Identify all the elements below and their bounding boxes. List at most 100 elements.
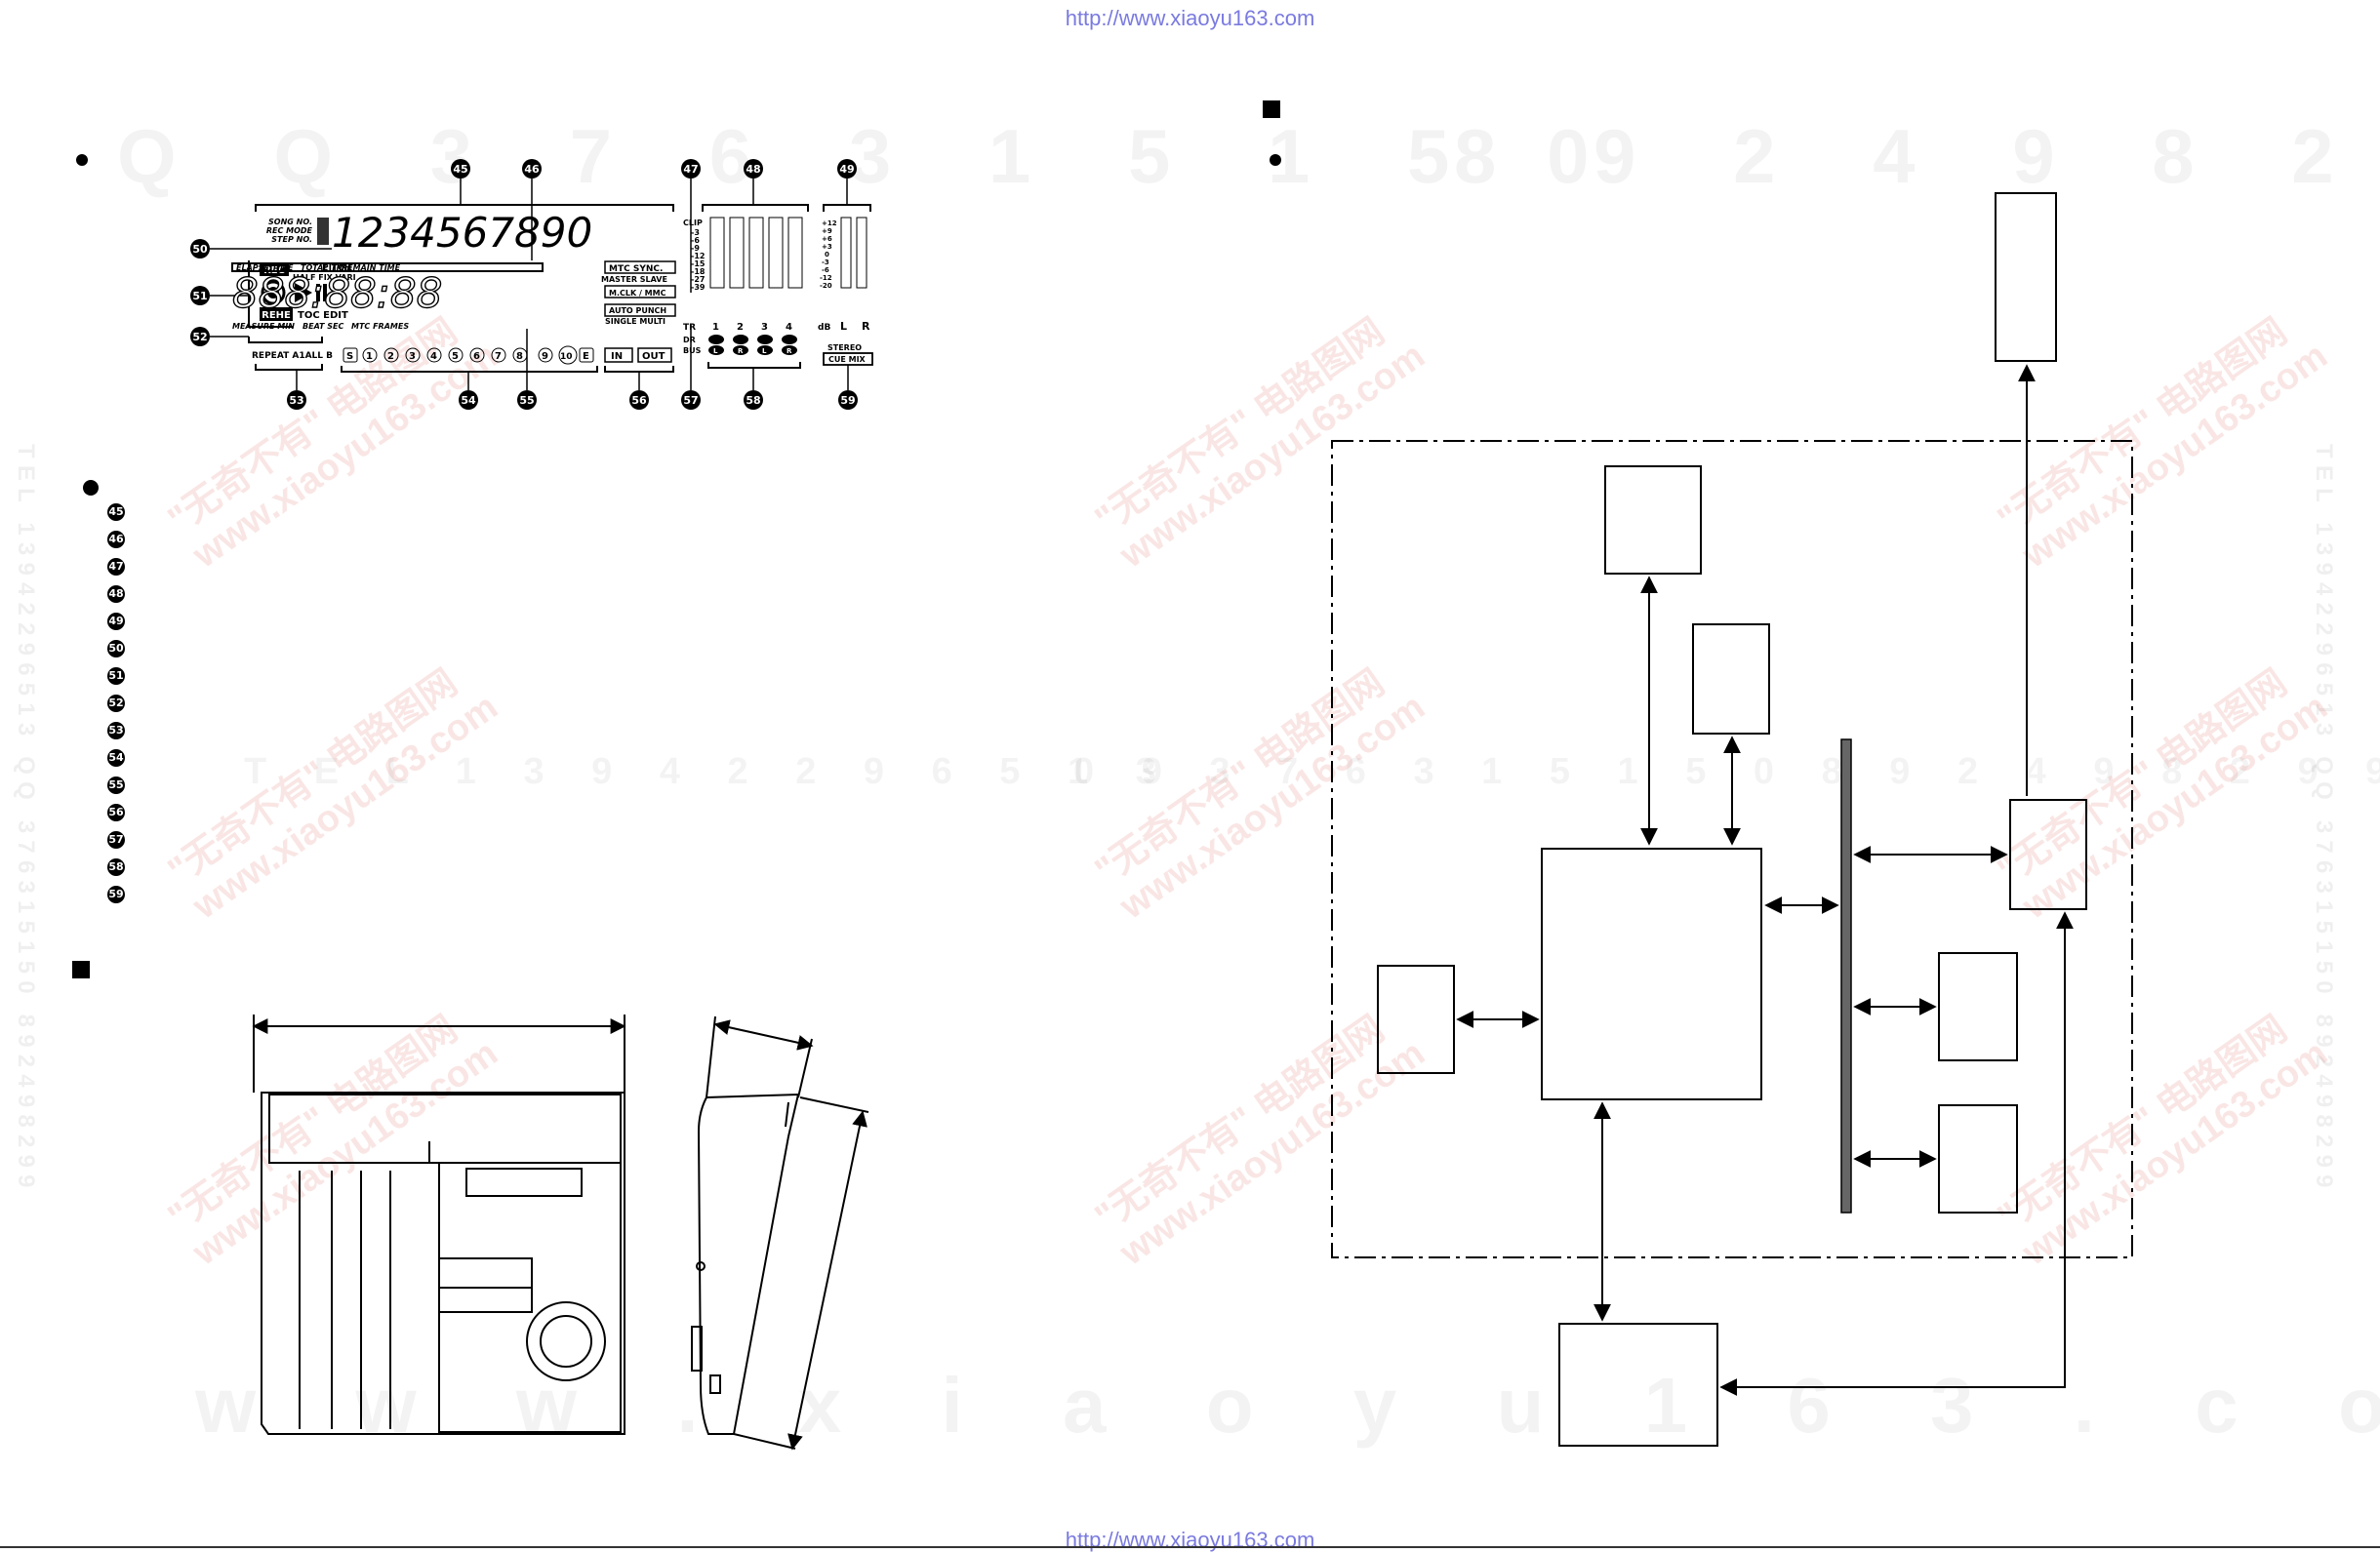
block-left xyxy=(1377,965,1455,1074)
callout-58: 58 xyxy=(744,390,763,410)
callout-46: 46 xyxy=(522,159,542,179)
display-panel-diagram: 45 46 47 48 49 SONG NO. REC MODE STEP NO… xyxy=(190,159,873,410)
svg-text:58: 58 xyxy=(746,394,760,407)
svg-text:53: 53 xyxy=(289,394,303,407)
svg-text:47: 47 xyxy=(683,163,698,176)
svg-text:0: 0 xyxy=(825,251,829,259)
callout-47: 47 xyxy=(681,159,701,179)
svg-text:CLIP: CLIP xyxy=(683,219,703,227)
dimension-drawing xyxy=(252,1015,869,1451)
svg-text:54: 54 xyxy=(461,394,476,407)
svg-text:TR: TR xyxy=(683,323,696,333)
svg-text:-6: -6 xyxy=(822,266,829,274)
header-url[interactable]: http://www.xiaoyu163.com xyxy=(1065,6,1315,30)
callout-51: 51 xyxy=(190,286,210,305)
section-square xyxy=(72,961,90,978)
svg-text:45: 45 xyxy=(453,163,467,176)
svg-text:-6: -6 xyxy=(691,236,700,245)
svg-text:MTC FRAMES: MTC FRAMES xyxy=(351,322,409,331)
svg-text:E: E xyxy=(583,351,589,362)
svg-text:-9: -9 xyxy=(691,244,700,253)
svg-text:888:88:88: 888:88:88 xyxy=(232,269,442,317)
svg-text:MEASURE MIN: MEASURE MIN xyxy=(232,322,295,331)
legend-number: 54 xyxy=(107,749,125,767)
callout-48: 48 xyxy=(744,159,763,179)
svg-text:49: 49 xyxy=(839,163,854,176)
svg-text:PITCH: PITCH xyxy=(322,263,351,273)
svg-text:ELAPSE TIME: ELAPSE TIME xyxy=(236,263,294,272)
svg-text:STEREO: STEREO xyxy=(827,343,862,352)
legend-number: 58 xyxy=(107,858,125,876)
svg-text:S: S xyxy=(346,351,353,362)
svg-text:BEAT SEC: BEAT SEC xyxy=(303,322,343,331)
svg-text:BUS: BUS xyxy=(683,346,702,355)
svg-text:-3: -3 xyxy=(822,259,829,266)
svg-text:R: R xyxy=(738,347,744,355)
svg-text:-15: -15 xyxy=(691,259,706,268)
svg-text:AUTO PUNCH: AUTO PUNCH xyxy=(609,306,666,315)
svg-text:7: 7 xyxy=(495,351,502,362)
legend-number: 53 xyxy=(107,722,125,739)
svg-text:50: 50 xyxy=(192,243,208,256)
legend-number: 55 xyxy=(107,776,125,794)
svg-text:2: 2 xyxy=(387,351,394,362)
svg-text:M.CLK / MMC: M.CLK / MMC xyxy=(609,289,666,298)
svg-text:REPEAT A1ALL B: REPEAT A1ALL B xyxy=(252,351,333,361)
svg-text:dB: dB xyxy=(818,323,830,333)
legend-number: 47 xyxy=(107,558,125,576)
legend-number: 59 xyxy=(107,886,125,903)
callout-50: 50 xyxy=(190,239,210,259)
svg-text:-39: -39 xyxy=(691,283,706,292)
svg-text:STEP NO.: STEP NO. xyxy=(271,235,312,244)
legend-number: 49 xyxy=(107,613,125,630)
meter-bars-stereo xyxy=(840,217,867,289)
bottom-rule xyxy=(0,1546,2380,1548)
legend-number: 48 xyxy=(107,585,125,603)
svg-text:2: 2 xyxy=(737,322,744,333)
section-bullet xyxy=(76,154,88,166)
svg-text:REMAIN TIME: REMAIN TIME xyxy=(342,263,401,272)
legend-number: 52 xyxy=(107,695,125,712)
block-bottom xyxy=(1558,1323,1718,1447)
svg-text:L: L xyxy=(762,347,767,355)
watermark-digits-middle-left: T E L 1 3 9 4 2 2 9 6 5 1 3 xyxy=(244,751,1175,793)
svg-text:1: 1 xyxy=(366,351,373,362)
watermark-digits-top-right: 8 9 2 4 9 8 2 9 9 xyxy=(1454,112,2380,201)
footer-url[interactable]: http://www.xiaoyu163.com xyxy=(1065,1528,1315,1552)
svg-text:-3: -3 xyxy=(691,228,700,237)
svg-text:R: R xyxy=(862,320,870,333)
block-main xyxy=(1541,848,1762,1100)
callout-45: 45 xyxy=(451,159,470,179)
svg-text:1: 1 xyxy=(712,322,719,333)
svg-text:8: 8 xyxy=(516,351,523,362)
svg-text:R: R xyxy=(787,347,792,355)
block-a xyxy=(1604,465,1702,575)
svg-text:52: 52 xyxy=(192,331,207,343)
block-right-1 xyxy=(1938,952,2018,1061)
svg-text:REC MODE: REC MODE xyxy=(266,226,313,235)
legend-number: 51 xyxy=(107,667,125,685)
callout-54: 54 xyxy=(459,390,478,410)
svg-text:-12: -12 xyxy=(691,252,705,260)
block-right-2 xyxy=(1938,1104,2018,1214)
legend-number: 57 xyxy=(107,831,125,849)
svg-text:DR: DR xyxy=(683,336,696,344)
svg-text:+9: +9 xyxy=(822,227,832,235)
svg-text:51: 51 xyxy=(192,290,207,302)
svg-text:-27: -27 xyxy=(691,275,705,284)
svg-text:REHE: REHE xyxy=(262,310,291,321)
svg-text:CUE MIX: CUE MIX xyxy=(828,355,867,364)
svg-text:SINGLE MULTI: SINGLE MULTI xyxy=(605,317,666,326)
svg-text:6: 6 xyxy=(473,351,480,362)
svg-text:46: 46 xyxy=(524,163,540,176)
svg-text:48: 48 xyxy=(746,163,760,176)
svg-text:TOTAL TIME: TOTAL TIME xyxy=(301,263,353,272)
svg-text:57: 57 xyxy=(683,394,698,407)
scene-number-row: S 1 2 3 4 5 6 7 8 9 10 E xyxy=(343,345,594,365)
front-view xyxy=(252,1015,626,1435)
svg-text:L: L xyxy=(713,347,718,355)
svg-text:IN: IN xyxy=(611,351,623,362)
svg-text:+12: +12 xyxy=(822,219,837,227)
svg-text:TOC EDIT: TOC EDIT xyxy=(298,310,348,321)
svg-text:-20: -20 xyxy=(820,282,832,290)
